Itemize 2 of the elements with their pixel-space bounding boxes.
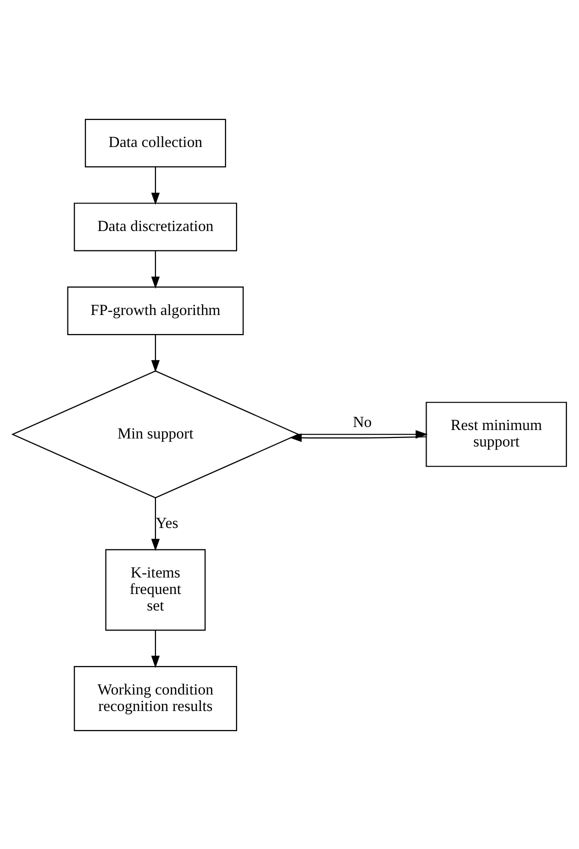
edge-label: No <box>352 413 372 430</box>
edge-label: Yes <box>156 514 178 532</box>
